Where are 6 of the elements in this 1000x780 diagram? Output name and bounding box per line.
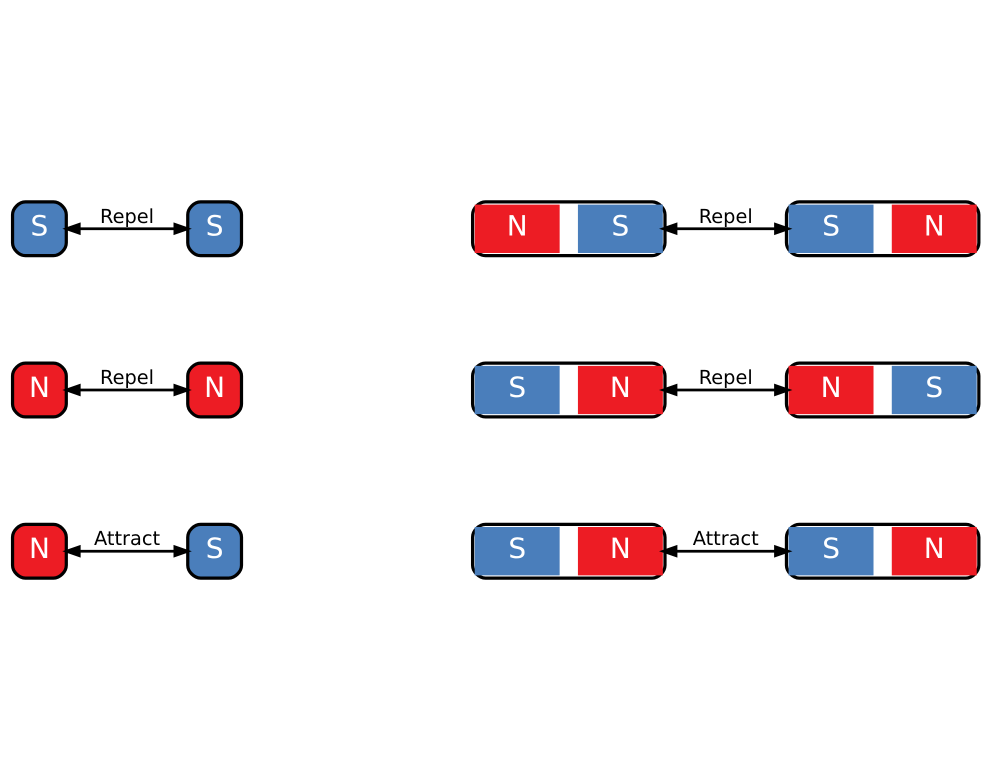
edge-label: Repel bbox=[698, 204, 753, 228]
edge-label: Repel bbox=[698, 366, 753, 389]
edge-label: Repel bbox=[100, 366, 154, 389]
edge-label: Attract bbox=[692, 527, 759, 550]
edge-label: Repel bbox=[100, 204, 154, 228]
edge-label: Attract bbox=[94, 527, 160, 550]
